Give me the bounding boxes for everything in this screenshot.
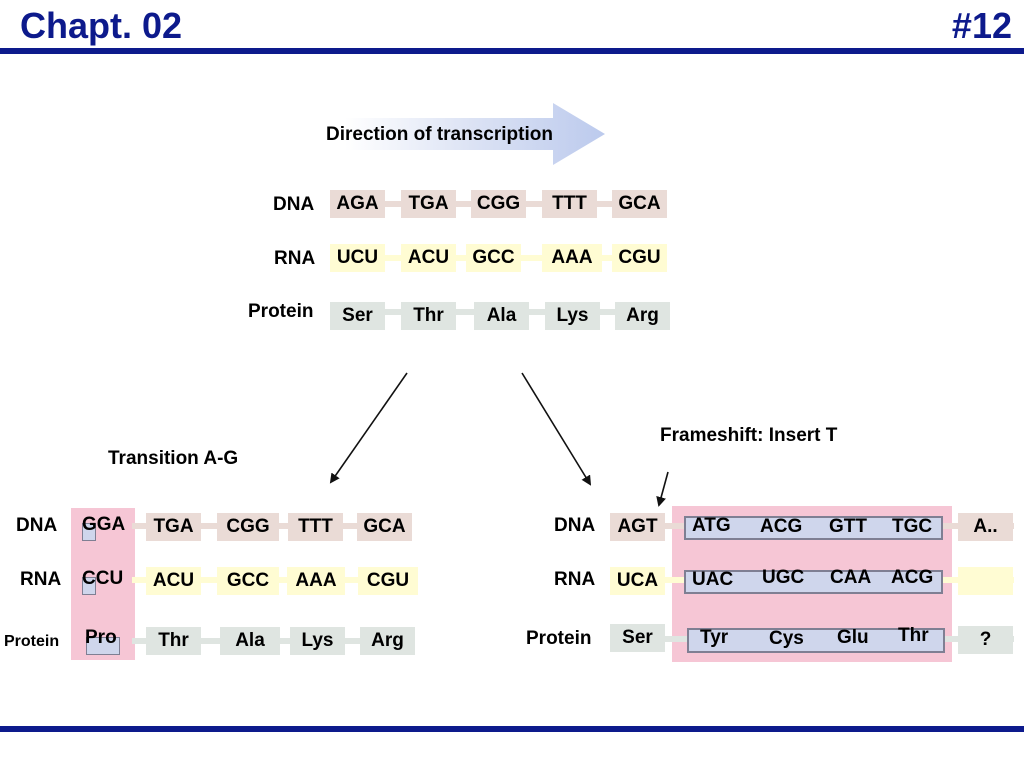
transition-title: Transition A-G: [108, 448, 239, 469]
rna-codon: UCA: [610, 567, 665, 595]
amino-acid-shifted: Tyr: [700, 627, 729, 648]
amino-acid: Lys: [290, 627, 345, 655]
protein-label: Protein: [526, 628, 592, 649]
rna-codon: UCU: [330, 244, 385, 272]
dna-codon: GCA: [612, 190, 667, 218]
rna-codon: GCC: [466, 244, 521, 272]
amino-acid: Lys: [545, 302, 600, 330]
amino-acid: Arg: [615, 302, 670, 330]
bottom-rule: [0, 726, 1024, 732]
amino-acid: Ser: [330, 302, 385, 330]
mutation-highlight: [71, 508, 135, 660]
dna-label: DNA: [554, 515, 596, 536]
dna-codon: AGT: [610, 513, 665, 541]
rna-label: RNA: [554, 569, 596, 590]
rna-codon-shifted: UAC: [692, 569, 734, 590]
dna-codon: GCA: [357, 513, 412, 541]
amino-acid-mutated: Pro: [85, 627, 117, 648]
slide-number: #12: [951, 5, 1012, 46]
dna-codon: CGG: [471, 190, 526, 218]
dna-codon: AGA: [330, 190, 385, 218]
rna-codon: GCC: [217, 567, 279, 595]
amino-acid-unknown: ?: [958, 626, 1013, 654]
rna-codon-shifted: ACG: [891, 567, 934, 588]
shifted-dna-band: [684, 516, 943, 540]
dna-codon: TGA: [401, 190, 456, 218]
rna-codon-empty: [958, 567, 1013, 595]
mutated-residue-marker: [86, 637, 120, 655]
amino-acid: Ser: [610, 624, 665, 652]
rna-codon: AAA: [287, 567, 345, 595]
rna-label: RNA: [20, 569, 62, 590]
shifted-rna-band: [684, 570, 943, 594]
insertion-pointer-arrow: [656, 471, 669, 507]
direction-arrow: [345, 103, 605, 165]
amino-acid-shifted: Glu: [837, 627, 869, 648]
dna-codon-shifted: ATG: [692, 515, 731, 536]
rna-codon-mutated: CCU: [82, 568, 124, 589]
mutated-base-marker: [82, 523, 96, 541]
dna-codon: A..: [958, 513, 1013, 541]
rna-codon: ACU: [146, 567, 201, 595]
rna-codon: ACU: [401, 244, 456, 272]
amino-acid: Thr: [146, 627, 201, 655]
rna-codon-shifted: UGC: [762, 567, 805, 588]
arrow-to-frameshift: [521, 372, 592, 486]
dna-codon: TTT: [288, 513, 343, 541]
amino-acid: Thr: [401, 302, 456, 330]
rna-codon-shifted: CAA: [830, 567, 872, 588]
top-rule: [0, 48, 1024, 54]
direction-label: Direction of transcription: [326, 124, 553, 145]
dna-codon-shifted: GTT: [829, 516, 867, 537]
protein-label: Protein: [4, 633, 60, 650]
dna-label: DNA: [273, 194, 315, 215]
amino-acid-shifted: Thr: [898, 625, 929, 646]
amino-acid: Ala: [220, 627, 280, 655]
amino-acid-shifted: Cys: [769, 628, 804, 649]
amino-acid: Arg: [360, 627, 415, 655]
protein-label: Protein: [248, 301, 314, 322]
rna-codon: AAA: [542, 244, 602, 272]
mutated-base-marker: [82, 577, 96, 595]
shifted-protein-band: [687, 628, 945, 653]
dna-codon-shifted: TGC: [892, 516, 933, 537]
dna-codon: TTT: [542, 190, 597, 218]
dna-codon-mutated: GGA: [82, 514, 126, 535]
arrow-to-transition: [329, 372, 408, 484]
dna-codon-shifted: ACG: [760, 516, 803, 537]
frameshift-title: Frameshift: Insert T: [660, 425, 838, 446]
rna-codon: CGU: [358, 567, 418, 595]
dna-codon: TGA: [146, 513, 201, 541]
amino-acid: Ala: [474, 302, 529, 330]
chapter-title: Chapt. 02: [20, 5, 183, 46]
rna-label: RNA: [274, 248, 316, 269]
dna-label: DNA: [16, 515, 58, 536]
rna-codon: CGU: [612, 244, 667, 272]
dna-codon: CGG: [217, 513, 279, 541]
